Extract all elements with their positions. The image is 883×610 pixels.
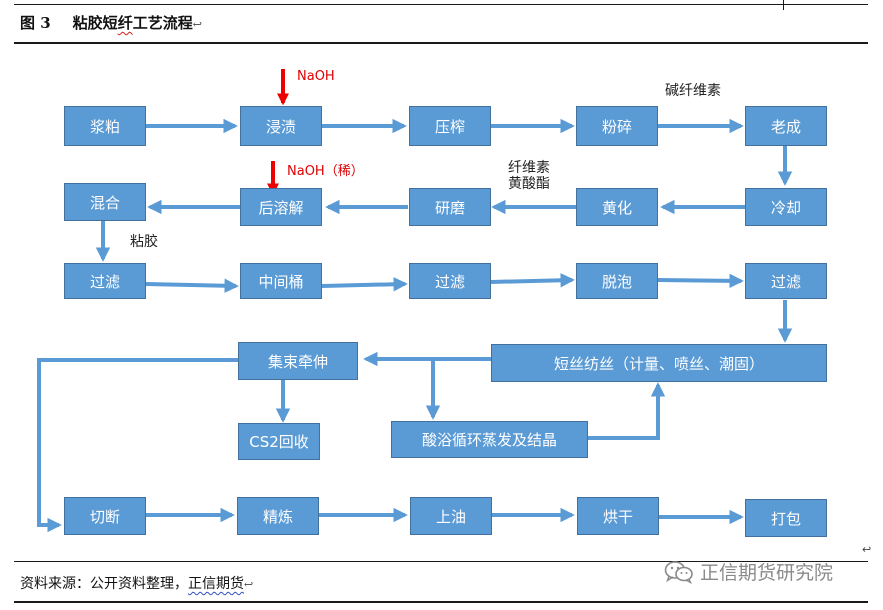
source-note: 资料来源：公开资料整理，正信期货↩	[20, 573, 253, 593]
step-steeping: 浸渍	[240, 106, 322, 146]
step-oiling: 上油	[410, 497, 492, 535]
figure-title: 图 3 粘胶短纤工艺流程↩	[20, 12, 202, 33]
wechat-icon	[664, 560, 693, 584]
step-filter-3: 过滤	[745, 263, 827, 299]
step-grinding: 研磨	[409, 188, 491, 226]
step-cutting: 切断	[64, 497, 146, 535]
step-filter-1: 过滤	[64, 263, 146, 299]
cellulose-xanthate-line2: 黄酸酯	[508, 176, 550, 193]
bottom-rule	[14, 601, 868, 603]
watermark: 正信期货研究院	[664, 558, 833, 585]
title-text-spellcheck: 纤	[117, 14, 133, 32]
step-refining: 精炼	[237, 497, 319, 535]
step-cooling: 冷却	[745, 188, 827, 226]
alkali-cellulose-label: 碱纤维素	[665, 83, 721, 99]
step-tow-drawing: 集束牵伸	[238, 342, 358, 380]
arrow-deaeration-to-filter3	[657, 273, 744, 289]
step-pressing: 压榨	[409, 106, 491, 146]
top-rule	[14, 4, 868, 5]
step-packing: 打包	[745, 499, 827, 537]
step-post-dissolving: 后溶解	[240, 188, 322, 226]
viscose-label: 粘胶	[130, 234, 158, 250]
step-drying: 烘干	[577, 497, 659, 535]
source-company: 正信期货	[188, 576, 244, 592]
figure-number: 图 3	[20, 14, 51, 32]
step-acid-bath: 酸浴循环蒸发及结晶	[391, 421, 588, 458]
arrow-middletank-to-filter2	[321, 277, 408, 292]
arrow-towdrawing-to-cutting	[37, 358, 238, 533]
step-mixing: 混合	[64, 183, 146, 221]
cellulose-xanthate-label: 纤维素 黄酸酯	[508, 160, 550, 192]
naoh-dilute-label: NaOH（稀）	[287, 164, 364, 179]
paragraph-mark-corner: ↩	[862, 543, 872, 556]
cellulose-xanthate-line1: 纤维素	[508, 160, 550, 176]
step-aging: 老成	[745, 106, 827, 146]
arrow-acidbath-to-spinning	[588, 382, 666, 440]
header-rule	[14, 42, 868, 44]
arrow-filter2-to-deaeration	[490, 273, 575, 288]
paragraph-mark: ↩	[192, 18, 202, 31]
title-text-rest: 工艺流程	[132, 14, 193, 32]
arrow-filter1-to-middletank	[145, 278, 239, 293]
naoh-label: NaOH	[297, 69, 335, 84]
watermark-text: 正信期货研究院	[700, 562, 834, 584]
step-spinning: 短丝纺丝（计量、喷丝、潮固）	[491, 344, 827, 382]
step-pulp: 浆粕	[64, 106, 146, 146]
paragraph-mark: ↩	[244, 578, 254, 591]
step-middle-tank: 中间桶	[240, 263, 322, 299]
title-text: 粘胶短	[72, 14, 118, 32]
step-xanthation: 黄化	[576, 188, 658, 226]
step-cs2-recovery: CS2回收	[238, 423, 320, 460]
footer-rule	[14, 561, 868, 562]
step-deaeration: 脱泡	[576, 263, 658, 299]
source-prefix: 资料来源：公开资料整理，	[20, 576, 188, 592]
step-shredding: 粉碎	[576, 106, 658, 146]
top-rule-tick	[783, 0, 784, 10]
step-filter-2: 过滤	[409, 263, 491, 299]
